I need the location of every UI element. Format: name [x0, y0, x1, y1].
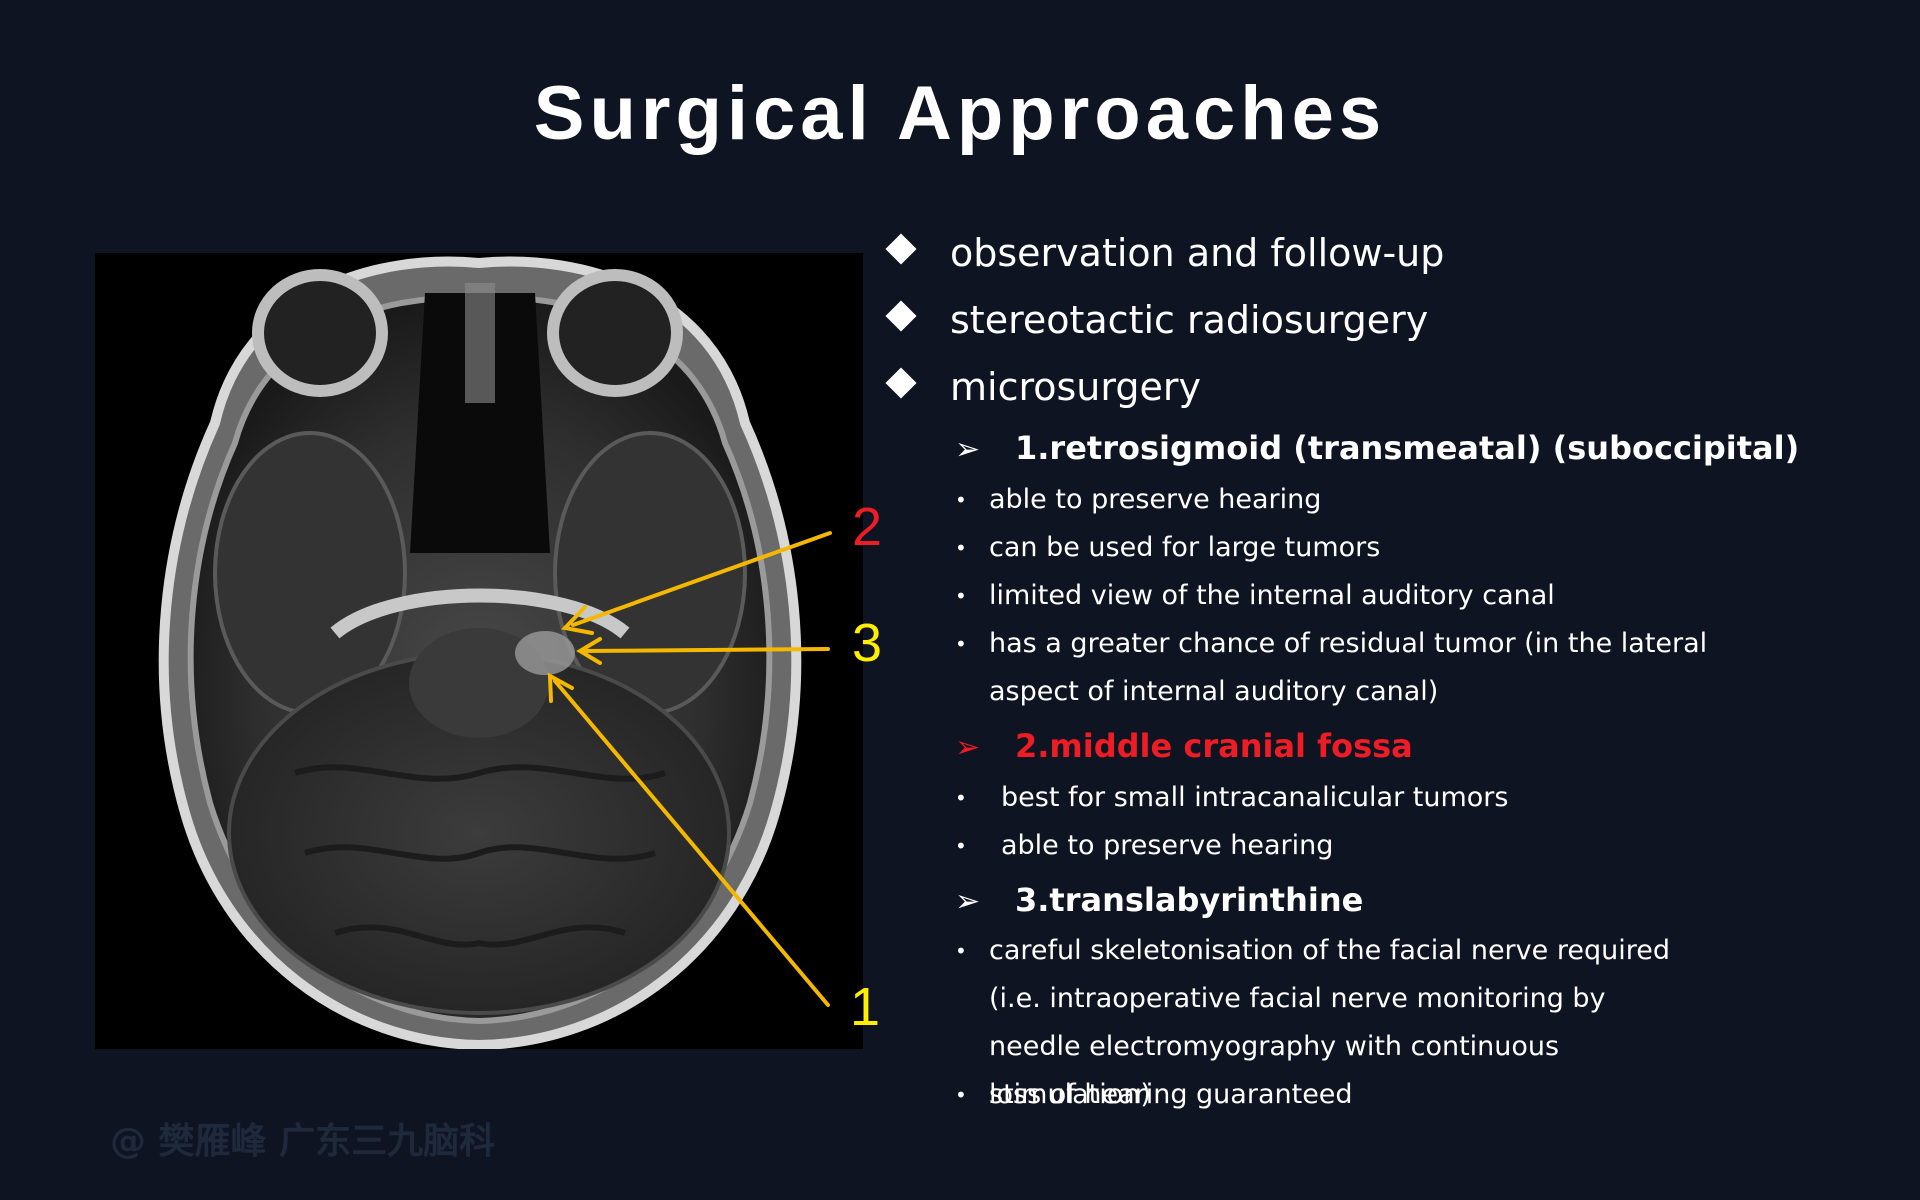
- arrow-bullet-icon: ➢: [955, 730, 981, 765]
- label-2: 2: [852, 497, 883, 557]
- label-1: 1: [850, 977, 881, 1037]
- approach-title: 3.translabyrinthine: [1015, 881, 1364, 919]
- list-item: •limited view of the internal auditory c…: [880, 572, 1800, 620]
- bullet-text: stereotactic radiosurgery: [950, 298, 1429, 342]
- bullet-text: microsurgery: [950, 365, 1201, 409]
- dot-bullet-icon: •: [955, 632, 967, 656]
- list-item: •has a greater chance of residual tumor …: [880, 620, 1800, 716]
- mri-scan-drawing: [158, 256, 832, 1049]
- arrow-bullet-icon: ➢: [955, 884, 981, 919]
- slide-title: Surgical Approaches: [533, 71, 1387, 156]
- watermark: @ 樊雁峰 广东三九脑科: [110, 1121, 496, 1162]
- bullet-observation: observation and follow-up: [880, 231, 1445, 275]
- arrow-bullet-icon: ➢: [955, 432, 981, 467]
- list-item: •careful skeletonisation of the facial n…: [880, 927, 1680, 1119]
- list-item: •loss of hearing guaranteed: [880, 1071, 1800, 1119]
- label-3: 3: [852, 613, 883, 673]
- approach-translabyrinthine: ➢ 3.translabyrinthine: [955, 884, 1363, 917]
- list-item: •can be used for large tumors: [880, 524, 1800, 572]
- diamond-bullet-icon: [885, 233, 917, 265]
- bullet-text: observation and follow-up: [950, 231, 1445, 275]
- list-item: •able to preserve hearing: [880, 822, 1800, 870]
- arrow-1: [553, 679, 830, 1007]
- bullet-radiosurgery: stereotactic radiosurgery: [880, 298, 1429, 342]
- mri-axial-image: [95, 253, 863, 1049]
- approach-title: 1.retrosigmoid (transmeatal) (suboccipit…: [1015, 429, 1800, 467]
- arrow-3: [581, 647, 830, 653]
- diamond-bullet-icon: [885, 300, 917, 332]
- list-item: •able to preserve hearing: [880, 476, 1800, 524]
- diamond-bullet-icon: [885, 367, 917, 399]
- dot-bullet-icon: •: [955, 939, 967, 963]
- dot-bullet-icon: •: [955, 1083, 967, 1107]
- dot-bullet-icon: •: [955, 584, 967, 608]
- approach-middle-cranial-fossa: ➢ 2.middle cranial fossa: [955, 730, 1413, 763]
- bullet-microsurgery: microsurgery: [880, 365, 1201, 409]
- bullet-list: observation and follow-up stereotactic r…: [880, 0, 1910, 1200]
- dot-bullet-icon: •: [955, 488, 967, 512]
- arrow-2: [571, 531, 832, 627]
- dot-bullet-icon: •: [955, 834, 967, 858]
- approach-retrosigmoid: ➢ 1.retrosigmoid (transmeatal) (suboccipi…: [955, 432, 1799, 465]
- dot-bullet-icon: •: [955, 536, 967, 560]
- approach-title: 2.middle cranial fossa: [1015, 727, 1413, 765]
- list-item: •best for small intracanalicular tumors: [880, 774, 1800, 822]
- dot-bullet-icon: •: [955, 786, 967, 810]
